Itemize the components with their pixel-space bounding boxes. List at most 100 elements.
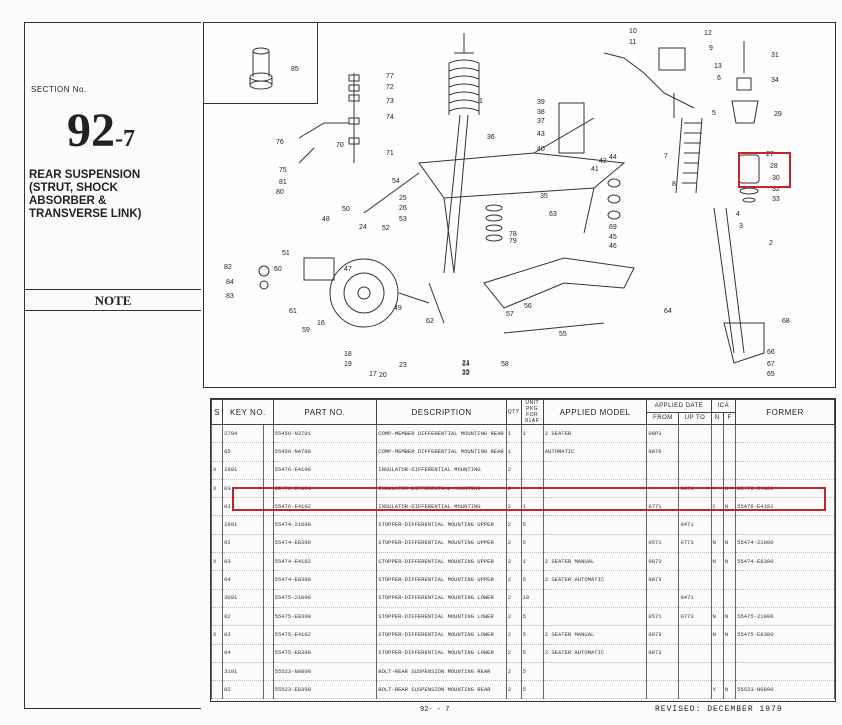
row-pkg <box>520 461 544 480</box>
row-former <box>735 442 835 462</box>
row-from <box>646 515 680 535</box>
callout-53: 53 <box>399 216 407 223</box>
col-up-to: UP TO <box>678 411 712 425</box>
col-applied-date: APPLIED DATE <box>646 399 712 413</box>
callout-15: 15 <box>462 369 470 376</box>
callout-25: 25 <box>399 195 407 202</box>
callout-54: 54 <box>392 178 400 185</box>
callout-39: 39 <box>537 99 545 106</box>
callout-44: 44 <box>609 154 617 161</box>
callout-24: 24 <box>359 224 367 231</box>
row-key: 04 <box>222 570 264 590</box>
callout-5: 5 <box>712 110 716 117</box>
row-qty: 2 <box>505 552 522 572</box>
row-dash <box>262 515 274 535</box>
row-s: X <box>210 625 224 645</box>
row-dash <box>262 644 274 663</box>
row-description: STOPPER-DIFFERENTIAL MOUNTING LOWER <box>376 625 507 645</box>
row-former <box>735 570 835 590</box>
row-qty: 2 <box>505 534 522 554</box>
row-s: X <box>210 479 224 499</box>
row-qty: 2 <box>505 570 522 590</box>
callout-61: 61 <box>289 308 297 315</box>
row-ica-f: N <box>722 552 737 572</box>
row-part-no: 55475-E4102 <box>272 625 378 645</box>
section-number-sub: -7 <box>115 126 135 152</box>
callout-20: 20 <box>379 372 387 379</box>
row-ica-f <box>722 461 737 480</box>
callout-23: 23 <box>399 362 407 369</box>
row-pkg: 1 <box>520 424 544 444</box>
row-former <box>735 461 835 480</box>
callout-38: 38 <box>537 109 545 116</box>
row-applied-model <box>542 461 648 480</box>
callout-76: 76 <box>276 139 284 146</box>
row-pkg <box>520 442 544 462</box>
row-pkg: 10 <box>520 589 544 608</box>
row-former <box>735 589 835 608</box>
row-key: 2704 <box>222 424 264 444</box>
highlight-box-part-28 <box>738 152 791 188</box>
callout-6: 6 <box>717 75 721 82</box>
row-dash <box>262 607 274 627</box>
note-rule-bottom <box>25 310 201 311</box>
row-up-to: 0471 <box>678 589 712 608</box>
callout-73: 73 <box>386 98 394 105</box>
row-ica-f <box>722 662 737 682</box>
section-number-main: 92 <box>67 104 115 157</box>
row-former: 55475-E8300 <box>735 625 835 645</box>
row-from: 0873 <box>646 570 680 590</box>
row-s <box>210 662 224 682</box>
col-ica-n: N <box>710 411 724 425</box>
row-description: COMP-MEMBER DIFFERENTIAL MOUNTING REAR <box>376 442 507 462</box>
row-ica-f <box>722 570 737 590</box>
row-applied-model: AUTOMATIC <box>542 442 648 462</box>
row-from: 0571 <box>646 607 680 627</box>
row-pkg: 5 <box>520 607 544 627</box>
row-dash <box>262 589 274 608</box>
callout-27: 27 <box>766 151 774 158</box>
row-ica-f <box>722 644 737 663</box>
row-s: X <box>210 461 224 480</box>
row-ica-f <box>722 515 737 535</box>
callout-71: 71 <box>386 150 394 157</box>
callout-30: 30 <box>772 175 780 182</box>
brake-drum-drawing <box>329 258 445 328</box>
row-ica-n <box>710 424 724 444</box>
row-up-to <box>678 552 712 572</box>
callout-21: 21 <box>462 360 470 367</box>
callout-48: 48 <box>322 216 330 223</box>
callout-14: 14 <box>462 361 470 368</box>
row-part-no: 55523-E8300 <box>272 680 378 700</box>
row-applied-model <box>542 680 648 700</box>
row-pkg: 5 <box>520 644 544 663</box>
center-fasteners-drawing <box>485 102 621 242</box>
callout-77: 77 <box>386 73 394 80</box>
row-up-to <box>678 570 712 590</box>
row-up-to <box>678 625 712 645</box>
row-dash <box>262 461 274 480</box>
subframe-drawing <box>363 117 626 274</box>
callout-56: 56 <box>524 303 532 310</box>
row-qty: 2 <box>505 644 522 663</box>
callout-16: 16 <box>317 320 325 327</box>
row-key: 2801 <box>222 461 264 480</box>
row-former <box>735 662 835 682</box>
row-up-to <box>678 461 712 480</box>
row-ica-n: Y <box>710 680 724 700</box>
row-part-no: 55475-E8300 <box>272 607 378 627</box>
row-from: 0571 <box>646 534 680 554</box>
row-s <box>210 442 224 462</box>
row-qty: 1 <box>505 442 522 462</box>
section-label: SECTION No. <box>31 85 87 94</box>
callout-69: 69 <box>609 224 617 231</box>
